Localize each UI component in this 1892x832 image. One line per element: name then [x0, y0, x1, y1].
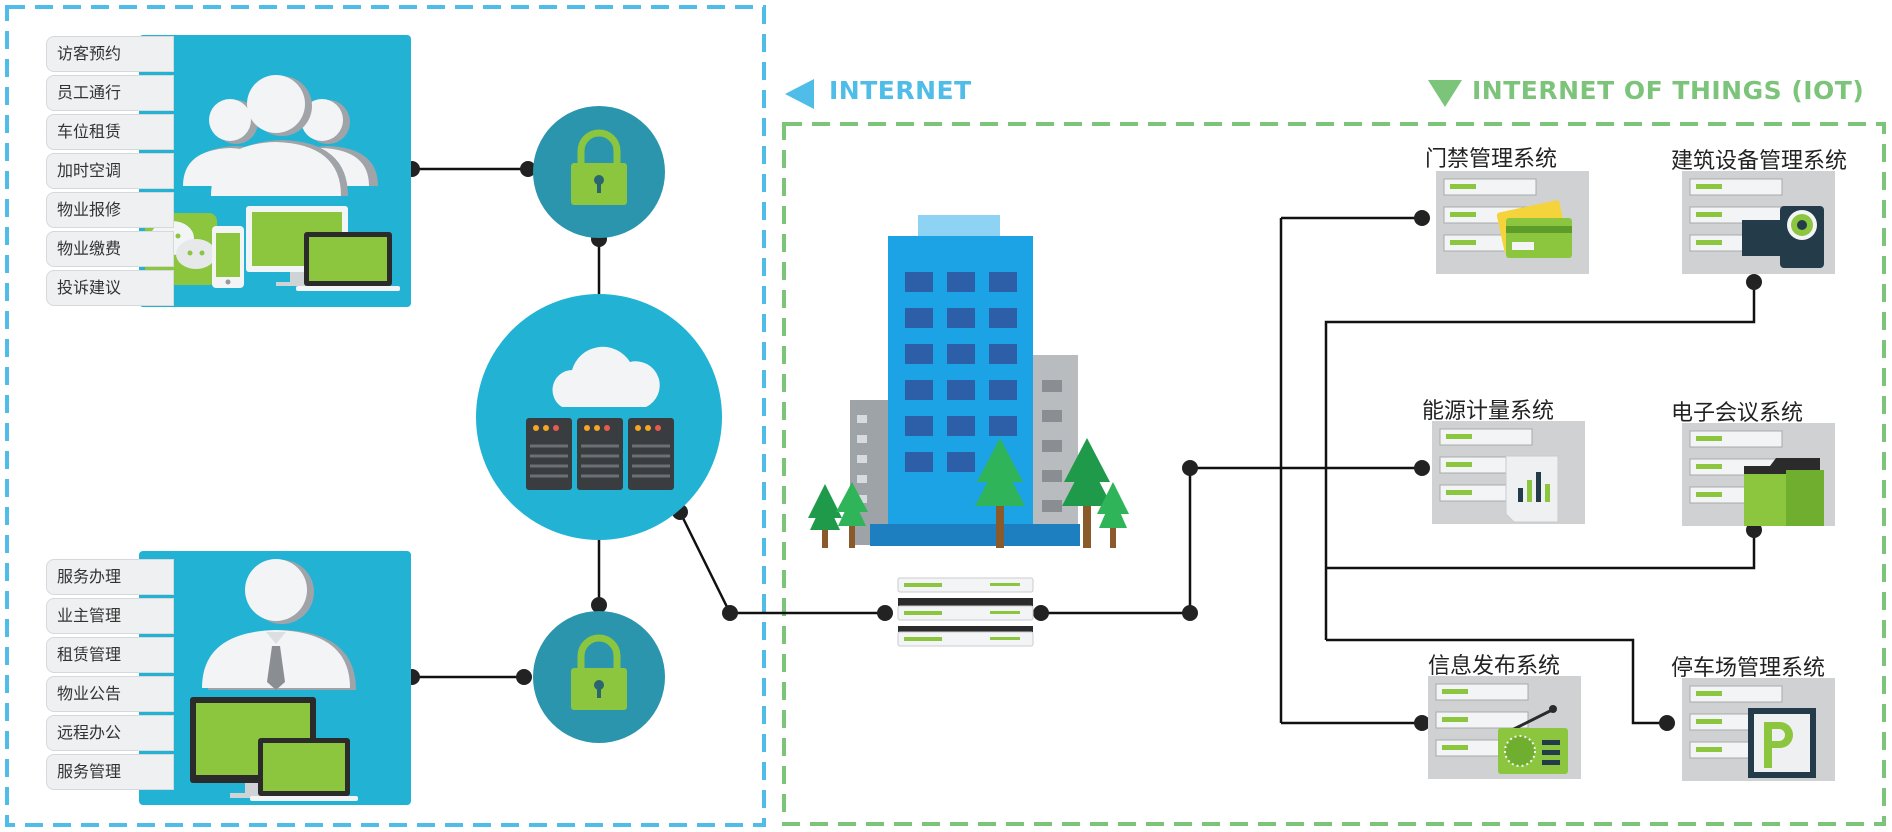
- access-system-label: 门禁管理系统: [1425, 147, 1558, 172]
- cloud-datacenter-node: [476, 294, 722, 540]
- admin-panel: [139, 551, 411, 805]
- internet-zone-border: [5, 5, 766, 827]
- equipment-system-tile: [1682, 171, 1835, 274]
- building-icon: [850, 215, 1080, 546]
- tree-icon: [975, 438, 1025, 548]
- laptop-icon: [250, 738, 358, 801]
- menu-item[interactable]: 物业报修: [46, 192, 174, 228]
- tree-icon: [808, 484, 842, 548]
- info-system-label: 信息发布系统: [1428, 654, 1561, 679]
- menu-item[interactable]: 租赁管理: [46, 637, 174, 673]
- tree-icon: [836, 482, 868, 548]
- phone-icon: [212, 226, 244, 288]
- server-icon: [526, 418, 674, 490]
- admin-user-icon: [202, 559, 356, 690]
- info-system-tile: [1428, 676, 1581, 779]
- menu-item[interactable]: 服务管理: [46, 754, 174, 790]
- meeting-system-label: 电子会议系统: [1671, 401, 1804, 426]
- lock-icon: [571, 129, 627, 205]
- chart-icon: [1505, 455, 1559, 523]
- menu-item[interactable]: 访客预约: [46, 36, 174, 72]
- internet-arrow-icon: [785, 79, 814, 109]
- menu-item[interactable]: 物业公告: [46, 676, 174, 712]
- radio-icon: [1498, 705, 1568, 774]
- menu-item[interactable]: 物业缴费: [46, 231, 174, 267]
- lock-icon: [571, 634, 627, 710]
- cloud-icon: [552, 346, 660, 407]
- user-apps-panel: [139, 35, 411, 307]
- tree-icon: [1062, 438, 1112, 548]
- parking-system-tile: [1682, 678, 1835, 781]
- camera-icon: [1742, 206, 1824, 268]
- user-function-menu: 访客预约员工通行车位租赁加时空调物业报修物业缴费投诉建议: [46, 36, 174, 309]
- access-system-tile: [1436, 171, 1589, 274]
- menu-item[interactable]: 车位租赁: [46, 114, 174, 150]
- internet-zone-title: INTERNET: [829, 76, 972, 105]
- laptop-icon: [296, 232, 400, 291]
- lock-node-bottom: [533, 611, 665, 743]
- iot-zone-title: INTERNET OF THINGS (IOT): [1472, 76, 1865, 105]
- admin-function-menu: 服务办理业主管理租赁管理物业公告远程办公服务管理: [46, 559, 174, 793]
- iot-zone-border: [782, 122, 1886, 826]
- folder-icon: [1744, 458, 1824, 526]
- card-icon: [1496, 200, 1572, 258]
- parking-system-label: 停车场管理系统: [1671, 656, 1826, 681]
- energy-system-tile: [1432, 421, 1585, 524]
- menu-item[interactable]: 投诉建议: [46, 270, 174, 306]
- energy-system-label: 能源计量系统: [1422, 399, 1555, 424]
- lock-node-top: [533, 106, 665, 238]
- menu-item[interactable]: 服务办理: [46, 559, 174, 595]
- menu-item[interactable]: 加时空调: [46, 153, 174, 189]
- equipment-system-label: 建筑设备管理系统: [1671, 149, 1848, 174]
- menu-item[interactable]: 远程办公: [46, 715, 174, 751]
- iot-arrow-icon: [1428, 80, 1462, 107]
- tree-icon: [1097, 482, 1129, 548]
- menu-item[interactable]: 业主管理: [46, 598, 174, 634]
- parking-icon: [1748, 708, 1816, 778]
- meeting-system-tile: [1682, 423, 1835, 526]
- users-icon: [183, 75, 378, 196]
- router-icon: [897, 577, 1034, 647]
- connection-lines: [412, 167, 1756, 725]
- menu-item[interactable]: 员工通行: [46, 75, 174, 111]
